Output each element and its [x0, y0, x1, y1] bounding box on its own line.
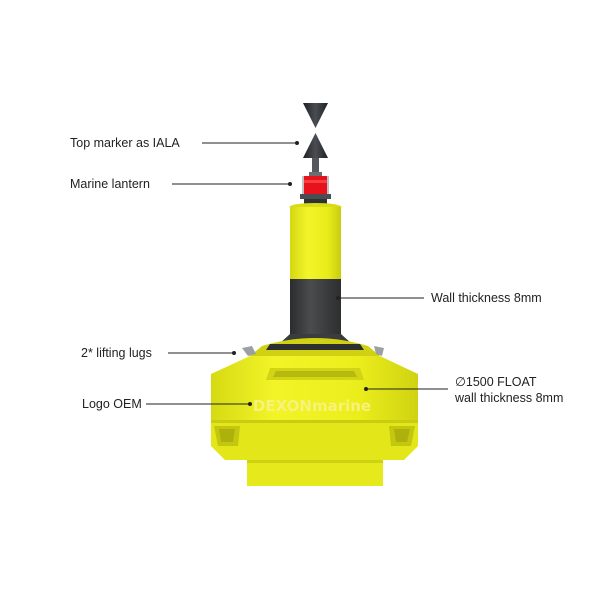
marine-lantern [300, 172, 331, 204]
label-top-marker: Top marker as IALA [70, 136, 180, 150]
label-lifting-lugs: 2* lifting lugs [81, 346, 152, 360]
label-logo-oem: Logo OEM [82, 397, 142, 411]
logo-oem-text: DEXONmarine [253, 397, 371, 415]
top-marker-base [312, 158, 319, 174]
top-marker [303, 103, 328, 174]
lifting-lug-left [242, 346, 256, 356]
tower [279, 203, 352, 344]
top-marker-lower-cone [303, 133, 328, 158]
float-skirt [247, 460, 383, 486]
wall-dark-band [290, 279, 341, 334]
label-float-diameter: ∅1500 FLOAT [455, 375, 537, 389]
float-body: DEXONmarine [211, 356, 418, 486]
label-float-wall: wall thickness 8mm [455, 391, 564, 405]
label-wall-thickness: Wall thickness 8mm [431, 291, 542, 305]
label-lantern: Marine lantern [70, 177, 150, 191]
deck [242, 338, 384, 356]
lifting-lug-right [374, 346, 384, 356]
leader-lines [146, 141, 448, 406]
tower-yellow-section [290, 207, 341, 279]
top-marker-upper-cone [303, 103, 328, 128]
